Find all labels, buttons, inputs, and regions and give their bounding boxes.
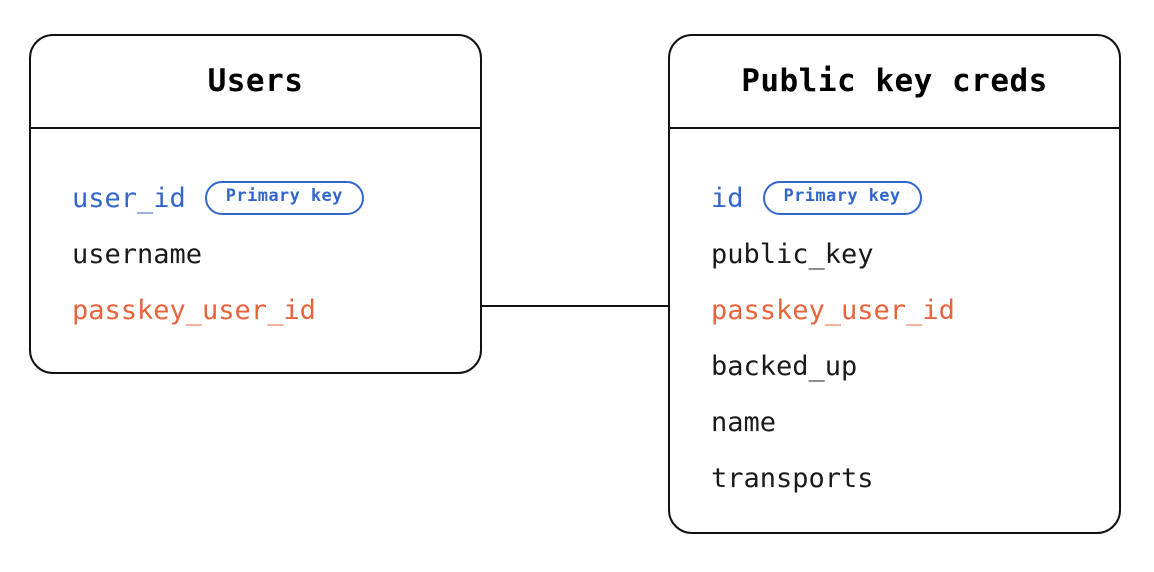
entity-users[interactable]: Users user_id Primary key username passk… [29,34,482,374]
field-name-username: username [72,238,203,270]
entity-users-field-list: user_id Primary key username passkey_use… [31,129,480,338]
field-row[interactable]: username [72,226,480,282]
primary-key-badge: Primary key [204,181,364,215]
field-name-passkey-user-id: passkey_user_id [72,294,316,326]
entity-public-key-creds-field-list: id Primary key public_key passkey_user_i… [670,129,1119,506]
field-name-name: name [711,406,777,438]
field-name-public-key: public_key [711,238,874,270]
field-name-transports: transports [711,462,874,494]
field-row[interactable]: id Primary key [711,170,1119,226]
field-name-passkey-user-id: passkey_user_id [711,294,955,326]
field-row[interactable]: public_key [711,226,1119,282]
entity-users-title: Users [207,63,304,99]
field-row[interactable]: passkey_user_id [711,282,1119,338]
field-name-backed-up: backed_up [711,350,858,382]
entity-public-key-creds[interactable]: Public key creds id Primary key public_k… [668,34,1121,534]
field-row[interactable]: passkey_user_id [72,282,480,338]
field-name-user-id: user_id [72,182,186,214]
relationship-connector-line [481,305,669,307]
field-row[interactable]: user_id Primary key [72,170,480,226]
field-row[interactable]: name [711,394,1119,450]
entity-public-key-creds-header: Public key creds [670,36,1119,129]
field-row[interactable]: backed_up [711,338,1119,394]
field-row[interactable]: transports [711,450,1119,506]
primary-key-badge: Primary key [762,181,922,215]
entity-users-header: Users [31,36,480,129]
field-name-id: id [711,182,744,214]
entity-public-key-creds-title: Public key creds [741,63,1048,99]
